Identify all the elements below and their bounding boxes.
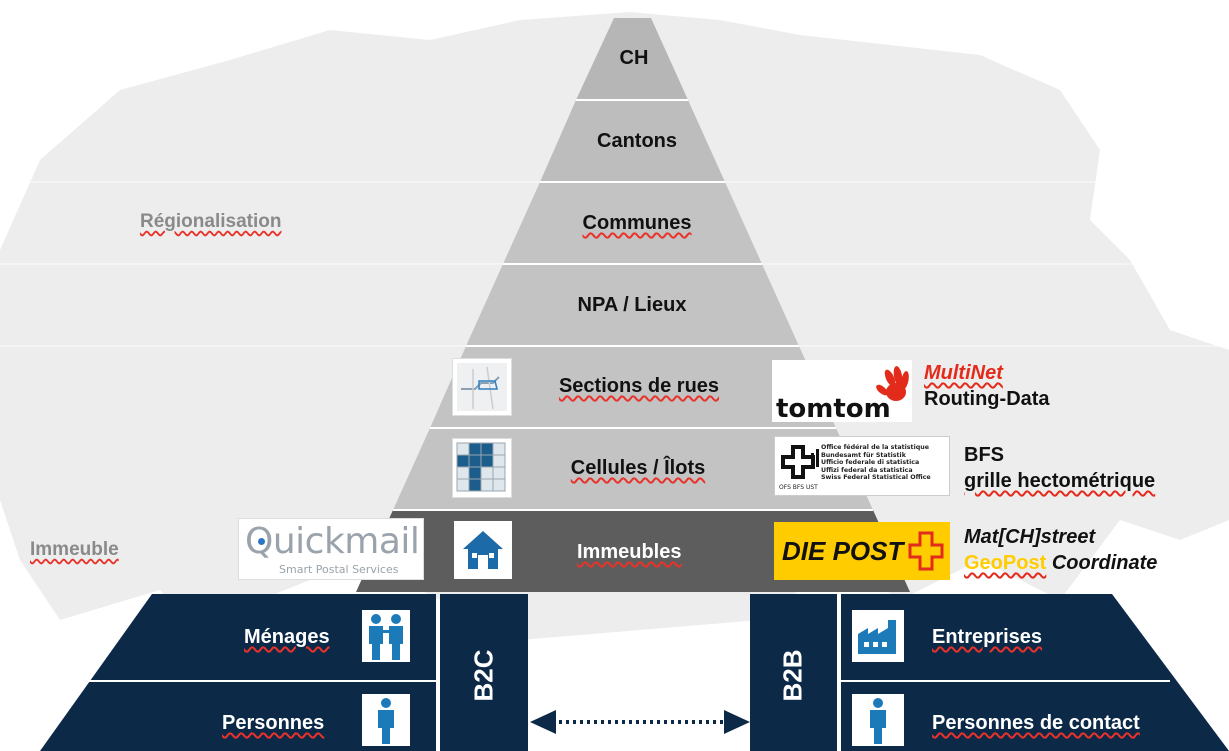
level-immeubles: Immeubles	[577, 541, 682, 563]
segment-personnes-de-contact: Personnes de contact	[932, 712, 1140, 734]
person-icon	[362, 694, 410, 746]
die-post-wordmark: DIE POST	[782, 536, 904, 566]
segment-personnes: Personnes	[222, 712, 325, 734]
level-band-communes	[503, 182, 762, 264]
level-communes: Communes	[582, 212, 692, 234]
bfs-provider: BFS grille hectométrique	[964, 442, 1155, 494]
level-band-cantons	[540, 100, 725, 182]
b2b-segment-right	[841, 594, 1229, 751]
quickmail-tagline: Smart Postal Services	[279, 563, 399, 576]
geopost-coordinate-label: GeoPost Coordinate	[964, 550, 1157, 576]
b2b-segment-column	[750, 594, 837, 751]
quickmail-wordmark: Quickmail	[245, 521, 420, 562]
grille-hectometrique-label: grille hectométrique	[964, 470, 1156, 492]
quickmail-logo: Quickmail Smart Postal Services	[238, 518, 424, 580]
quickmail-dot	[258, 538, 265, 545]
side-label-regionalisation: Régionalisation	[140, 211, 282, 232]
bfs-logo: Office fédéral de la statistique Bundesa…	[774, 436, 950, 496]
b2b-label: B2B	[777, 649, 808, 702]
bfs-logo-abbr: OFS BFS UST	[779, 484, 818, 491]
level-sections-de-rues: Sections de rues	[558, 375, 720, 397]
contact-person-icon	[852, 694, 904, 746]
level-cellules-ilots: Cellules / Îlots	[570, 457, 706, 479]
level-cantons: Cantons	[597, 130, 677, 152]
die-post-logo: DIE POST	[774, 522, 950, 580]
level-band-npa	[466, 264, 799, 346]
post-provider: Mat[CH]street GeoPost Coordinate	[964, 524, 1157, 576]
level-ch: CH	[619, 47, 649, 69]
level-band-cellules	[393, 428, 873, 510]
multinet-label: MultiNet	[924, 362, 1003, 384]
grid-cells-icon	[452, 438, 512, 498]
routing-data-label: Routing-Data	[924, 388, 1050, 410]
household-icon	[362, 610, 410, 662]
level-npa-lieux: NPA / Lieux	[577, 294, 687, 316]
segment-entreprises: Entreprises	[932, 626, 1043, 648]
b2c-label: B2C	[468, 649, 499, 702]
matchstreet-label: Mat[CH]street	[964, 526, 1096, 548]
b2c-segment-left	[40, 594, 436, 751]
side-label-immeuble: Immeuble	[30, 539, 119, 560]
coordinate-label: Coordinate	[1051, 552, 1158, 574]
house-icon	[454, 521, 512, 579]
street-map-icon	[452, 358, 512, 416]
post-cross-icon	[908, 531, 944, 571]
level-band-sections	[430, 346, 836, 428]
level-band-ch	[576, 18, 688, 100]
geopost-label: GeoPost	[964, 552, 1047, 574]
tomtom-wordmark: tomtom	[776, 394, 891, 424]
factory-icon	[852, 610, 904, 662]
b2c-segment-column	[440, 594, 528, 751]
bfs-label: BFS	[964, 444, 1004, 466]
tomtom-logo: tomtom	[772, 360, 912, 424]
bfs-logo-text: Office fédéral de la statistique Bundesa…	[821, 444, 931, 482]
arrow-head-left	[530, 710, 556, 734]
tomtom-multinet: MultiNet Routing-Data	[924, 360, 1050, 412]
segment-menages: Ménages	[244, 626, 330, 648]
arrow-head-right	[724, 710, 750, 734]
